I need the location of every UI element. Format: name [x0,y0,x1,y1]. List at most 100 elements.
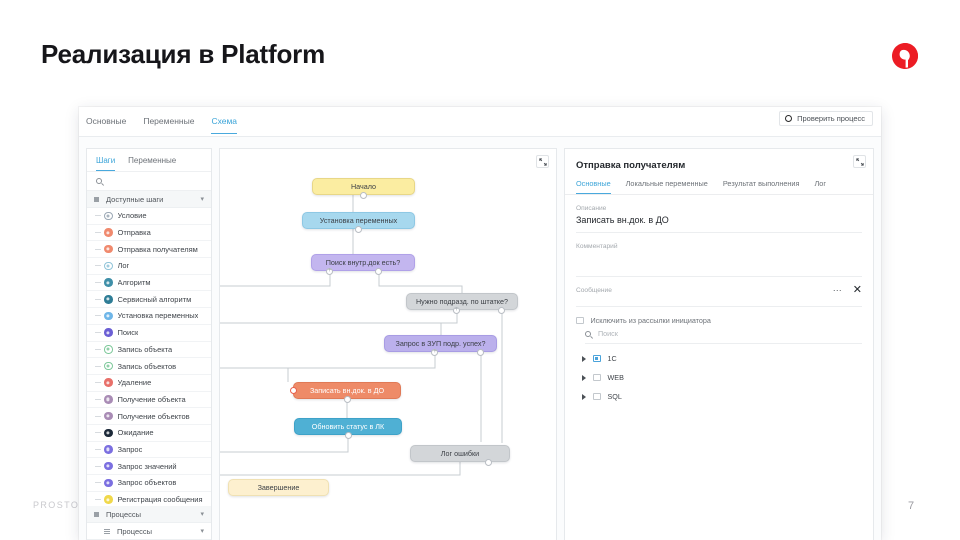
step-item-label: Отправка [117,228,151,238]
steps-subgroup-processes[interactable]: Процессы ▾ [87,523,211,540]
tab-props-local-vars[interactable]: Локальные переменные [625,179,708,188]
steps-subgroup-processes-label: Процессы [117,526,153,536]
tab-shagi[interactable]: Шаги [96,156,116,171]
tab-peremennye[interactable]: Переменные [143,116,195,126]
exclude-initiator-checkbox[interactable] [576,316,584,325]
step-item[interactable]: Запись объектов [87,358,211,375]
diagram-port[interactable] [360,191,367,199]
step-item[interactable]: Отправка получателям [87,241,211,259]
diagram-node[interactable]: Нужно подразд. по штатке? [406,293,518,310]
description-field[interactable]: Описание Записать вн.док. в ДО [576,195,862,233]
properties-tabs: Основные Локальные переменные Результат … [565,171,873,195]
step-item[interactable]: Сервисный алгоритм [87,291,211,309]
tree-line-icon [95,432,101,434]
diagram-node-label: Начало [350,182,377,191]
recipient-checkbox[interactable] [593,392,601,401]
tree-line-icon [95,298,101,300]
step-item[interactable]: Регистрация сообщения [87,492,211,506]
step-item-label: Установка переменных [117,311,199,321]
diagram-node[interactable]: Поиск внутр.док есть? [311,254,415,271]
more-dots-icon[interactable]: ⋯ [832,285,843,295]
exclude-initiator-row[interactable]: Исключить из рассылки инициатора [576,316,862,325]
diagram-port[interactable] [452,306,460,314]
search-icon [585,330,591,337]
step-type-icon [104,478,113,488]
properties-expand-icon[interactable] [853,155,866,168]
step-item-label: Алгоритм [117,278,151,288]
step-item[interactable]: Запрос [87,442,211,459]
tree-line-icon [95,348,101,350]
recipient-checkbox[interactable] [593,373,601,382]
tab-props-log[interactable]: Лог [814,179,826,188]
chevron-down-icon[interactable]: ▾ [200,196,204,203]
step-item[interactable]: Ожидание [87,425,211,442]
step-item[interactable]: Запрос значений [87,458,211,475]
step-item[interactable]: Получение объекта [87,392,211,409]
steps-search-input[interactable] [87,171,211,191]
recipient-label: SQL [607,392,622,401]
steps-group-label: Доступные шаги [106,194,164,204]
diagram-port[interactable] [431,348,439,356]
diagram-port[interactable] [326,267,334,275]
chevron-right-icon[interactable] [582,393,586,400]
message-field[interactable]: Сообщение ⋯ ✕ [576,277,862,307]
step-item[interactable]: Поиск [87,325,211,342]
comment-field[interactable]: Комментарий [576,233,862,277]
app-top-tabs: Основные Переменные Схема [86,116,238,134]
step-item[interactable]: Лог [87,258,211,275]
step-item-label: Запрос [117,444,143,454]
step-item[interactable]: Алгоритм [87,275,211,292]
diagram-port[interactable] [476,348,484,356]
diagram-port[interactable] [375,267,383,275]
step-item[interactable]: Условие [87,208,211,225]
diagram-node[interactable]: Лог ошибки [410,445,510,462]
step-item[interactable]: Получение объектов [87,408,211,425]
tab-osnovnye[interactable]: Основные [86,116,127,126]
recipient-row[interactable]: SQL [582,392,862,401]
tab-props-result[interactable]: Результат выполнения [722,179,800,188]
close-icon[interactable]: ✕ [852,284,862,296]
tab-steps-peremennye[interactable]: Переменные [128,156,177,165]
step-type-icon [104,445,113,454]
recipient-row[interactable]: 1C [582,354,862,363]
chevron-down-icon[interactable]: ▾ [200,528,204,535]
diagram-port[interactable] [484,458,492,466]
step-item[interactable]: Запрос объектов [87,475,211,492]
steps-group-available[interactable]: Доступные шаги ▾ [87,191,211,208]
chevron-right-icon[interactable] [582,374,586,381]
diagram-node-label: Обновить статус в ЛК [311,422,385,431]
tab-props-osnovnye[interactable]: Основные [576,179,611,194]
diagram-port[interactable] [497,306,505,314]
chevron-down-icon[interactable]: ▾ [200,511,204,518]
diagram-error-port[interactable] [289,387,297,394]
step-item[interactable]: Отправка [87,225,211,242]
step-item-label: Запись объектов [117,361,177,371]
chevron-right-icon[interactable] [582,355,586,362]
description-value: Записать вн.док. в ДО [576,215,669,225]
app-window: Основные Переменные Схема Проверить проц… [79,107,881,540]
check-process-button[interactable]: Проверить процесс [779,111,873,126]
step-type-icon [104,228,113,237]
diagram-node[interactable]: Завершение [228,479,329,496]
diagram-port[interactable] [343,395,351,403]
tab-shema[interactable]: Схема [211,116,238,134]
recipient-row[interactable]: WEB [582,373,862,382]
recipient-search-input[interactable]: Поиск [585,329,862,344]
diagram-port[interactable] [355,225,362,233]
step-item[interactable]: Удаление [87,375,211,392]
diagram-node[interactable]: Запрос в ЗУП подр. успех? [384,335,497,352]
diagram-port[interactable] [344,431,352,439]
step-item[interactable]: Установка переменных [87,308,211,325]
canvas-expand-icon[interactable] [536,155,549,168]
steps-group-processes[interactable]: Процессы ▾ [87,506,211,523]
properties-title: Отправка получателям [576,160,686,171]
step-item-label: Сервисный алгоритм [117,294,192,304]
step-type-icon [104,211,113,221]
step-type-icon [104,461,113,471]
description-label: Описание [576,205,607,212]
recipient-checkbox[interactable] [593,354,601,363]
step-item[interactable]: Запись объекта [87,342,211,359]
tree-line-icon [95,315,101,317]
